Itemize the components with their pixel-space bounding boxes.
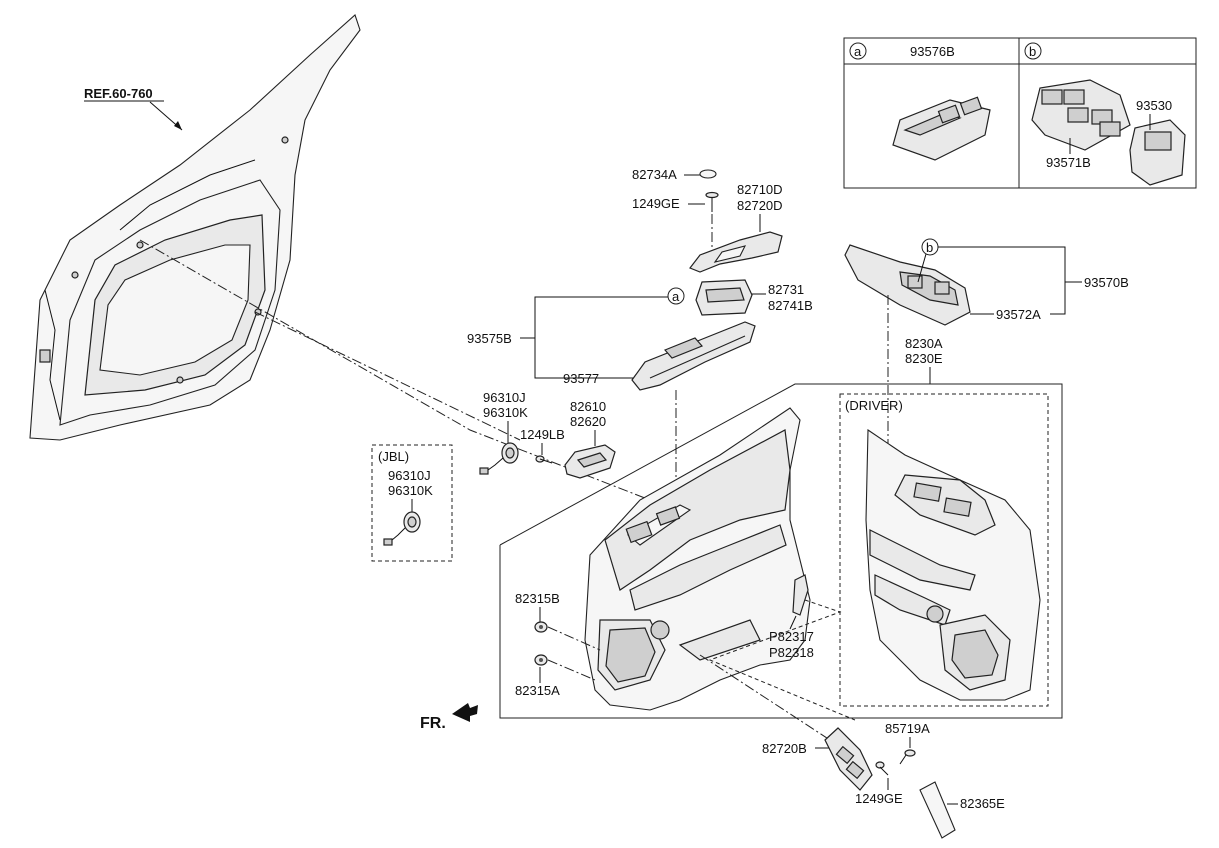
label-82741B: 82741B bbox=[768, 298, 813, 313]
label-1249GE-top: 1249GE bbox=[632, 196, 680, 211]
jbl-label-96310K: 96310K bbox=[388, 483, 433, 498]
screw-1249LB bbox=[535, 455, 553, 464]
label-82731: 82731 bbox=[768, 282, 804, 297]
label-P82317: P82317 bbox=[769, 629, 814, 644]
inside-handle-82610 bbox=[564, 444, 616, 479]
legend-a-letter: a bbox=[854, 44, 862, 59]
label-82720D: 82720D bbox=[737, 198, 783, 213]
legend-b-letter: b bbox=[1029, 44, 1036, 59]
label-93577: 93577 bbox=[563, 371, 599, 386]
label-1249LB: 1249LB bbox=[520, 427, 565, 442]
label-96310K: 96310K bbox=[483, 405, 528, 420]
label-82315B: 82315B bbox=[515, 591, 560, 606]
label-85719A: 85719A bbox=[885, 721, 930, 736]
door-trim-panel bbox=[584, 407, 811, 711]
legend-b-part2: 93571B bbox=[1046, 155, 1091, 170]
door-frame bbox=[29, 14, 361, 441]
switch-93576B bbox=[892, 96, 991, 161]
jbl-label-96310J: 96310J bbox=[388, 468, 431, 483]
jbl-label: (JBL) bbox=[378, 449, 409, 464]
front-direction-label: FR. bbox=[420, 715, 446, 732]
driver-label: (DRIVER) bbox=[845, 398, 903, 413]
callout-a: a bbox=[672, 289, 680, 304]
label-8230A: 8230A bbox=[905, 336, 943, 351]
label-96310J: 96310J bbox=[483, 390, 526, 405]
clip-82315A bbox=[534, 654, 548, 666]
switch-93571B bbox=[1031, 79, 1131, 151]
trim-garnish-82365E bbox=[919, 781, 956, 839]
legend-b-part1: 93530 bbox=[1136, 98, 1172, 113]
label-P82318: P82318 bbox=[769, 645, 814, 660]
armrest-cover-82710D bbox=[689, 231, 783, 273]
label-82710D: 82710D bbox=[737, 182, 783, 197]
screw-1249GE-bottom bbox=[875, 761, 889, 776]
label-93572A: 93572A bbox=[996, 307, 1041, 322]
switch-housing-82731 bbox=[695, 279, 753, 316]
switch-93530 bbox=[1129, 119, 1186, 186]
door-trim-driver bbox=[865, 428, 1041, 701]
label-82620: 82620 bbox=[570, 414, 606, 429]
label-82315A: 82315A bbox=[515, 683, 560, 698]
label-82610: 82610 bbox=[570, 399, 606, 414]
label-1249GE-bottom: 1249GE bbox=[855, 791, 903, 806]
switch-panel-93577 bbox=[631, 321, 756, 391]
label-8230E: 8230E bbox=[905, 351, 943, 366]
speaker-jbl-96310J bbox=[383, 511, 421, 546]
front-arrow-icon bbox=[452, 703, 478, 722]
switch-bezel-82720B bbox=[824, 727, 873, 791]
speaker-96310J bbox=[479, 442, 519, 475]
legend-a-part: 93576B bbox=[910, 44, 955, 59]
clip-82315B bbox=[534, 621, 548, 633]
label-93570B: 93570B bbox=[1084, 275, 1129, 290]
label-82734A: 82734A bbox=[632, 167, 677, 182]
screw-85719A bbox=[899, 749, 916, 765]
screw-1249GE-top bbox=[705, 191, 719, 212]
legend-box: a 93576B b 93530 93571B bbox=[843, 37, 1197, 189]
ref-label: REF.60-760 bbox=[84, 86, 153, 101]
switch-panel-93570B bbox=[844, 244, 971, 326]
label-82365E: 82365E bbox=[960, 796, 1005, 811]
label-93575B: 93575B bbox=[467, 331, 512, 346]
label-82720B: 82720B bbox=[762, 741, 807, 756]
callout-b: b bbox=[926, 240, 933, 255]
trim-strip-P82317 bbox=[792, 574, 809, 616]
